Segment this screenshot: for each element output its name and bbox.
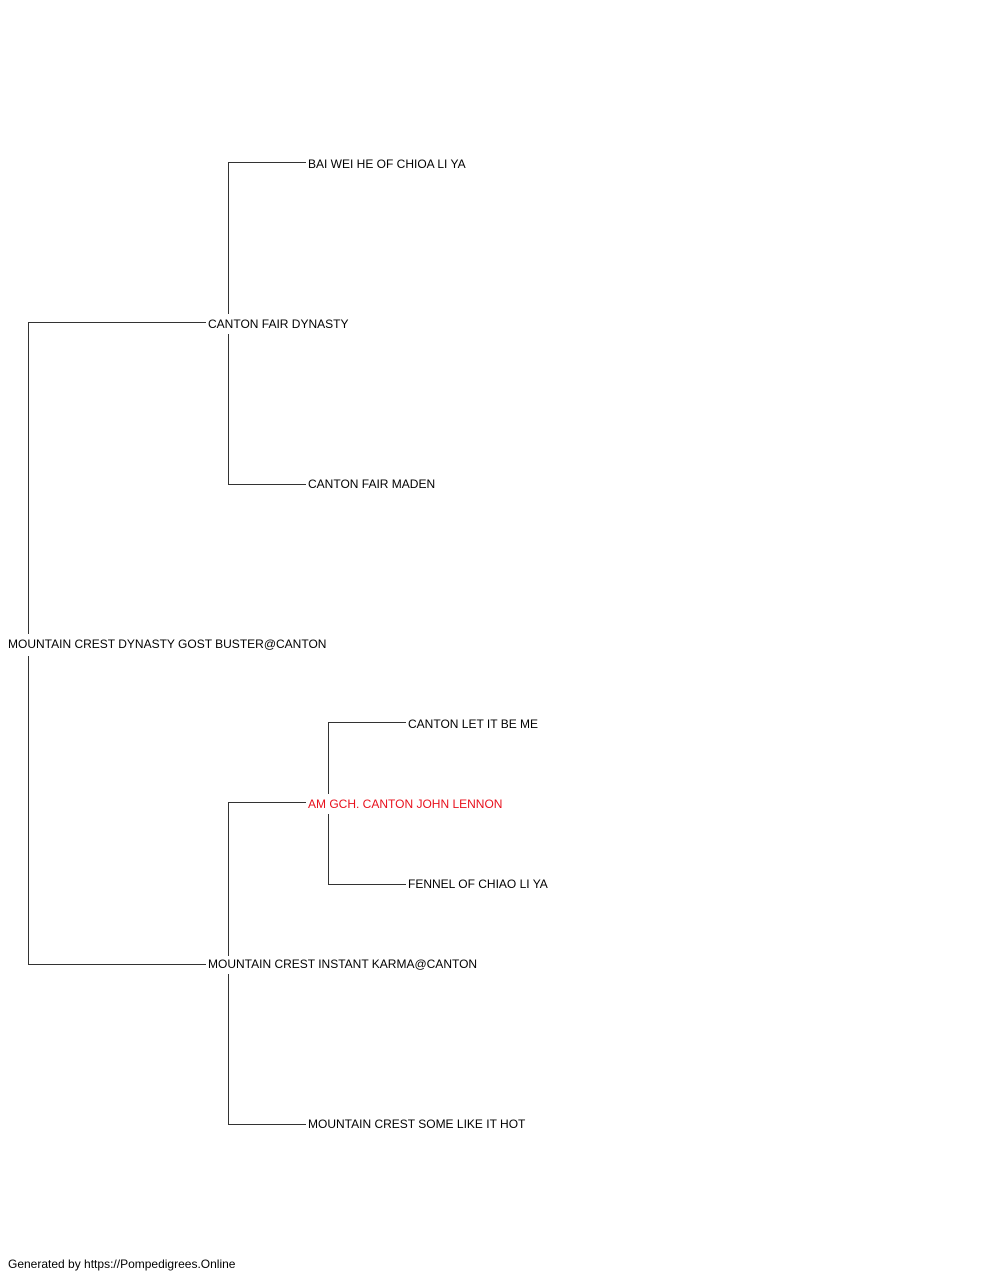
connector-sire-sire: [228, 162, 306, 314]
connector-subject-sire: [28, 322, 206, 634]
connector-damsire-sire: [328, 722, 406, 794]
pedigree-sire-dam-name[interactable]: CANTON FAIR MADEN: [308, 477, 438, 491]
pedigree-subject-name[interactable]: MOUNTAIN CREST DYNASTY GOST BUSTER@CANTO…: [8, 637, 329, 651]
connector-damsire-dam: [328, 814, 406, 885]
connector-sire-dam: [228, 334, 306, 485]
pedigree-sire-name[interactable]: CANTON FAIR DYNASTY: [208, 317, 351, 331]
connector-dam-sire: [228, 802, 306, 956]
pedigree-dam-dam-name[interactable]: MOUNTAIN CREST SOME LIKE IT HOT: [308, 1117, 528, 1131]
pedigree-sire-sire-name[interactable]: BAI WEI HE OF CHIOA LI YA: [308, 157, 468, 171]
connector-subject-dam: [28, 656, 206, 965]
pedigree-dam-sire-name[interactable]: AM GCH. CANTON JOHN LENNON: [308, 797, 505, 811]
pedigree-dam-name[interactable]: MOUNTAIN CREST INSTANT KARMA@CANTON: [208, 957, 480, 971]
connector-dam-dam: [228, 974, 306, 1125]
generated-by-footer: Generated by https://Pompedigrees.Online: [8, 1257, 236, 1271]
pedigree-dam-sire-sire-name[interactable]: CANTON LET IT BE ME: [408, 717, 541, 731]
pedigree-dam-sire-dam-name[interactable]: FENNEL OF CHIAO LI YA: [408, 877, 550, 891]
